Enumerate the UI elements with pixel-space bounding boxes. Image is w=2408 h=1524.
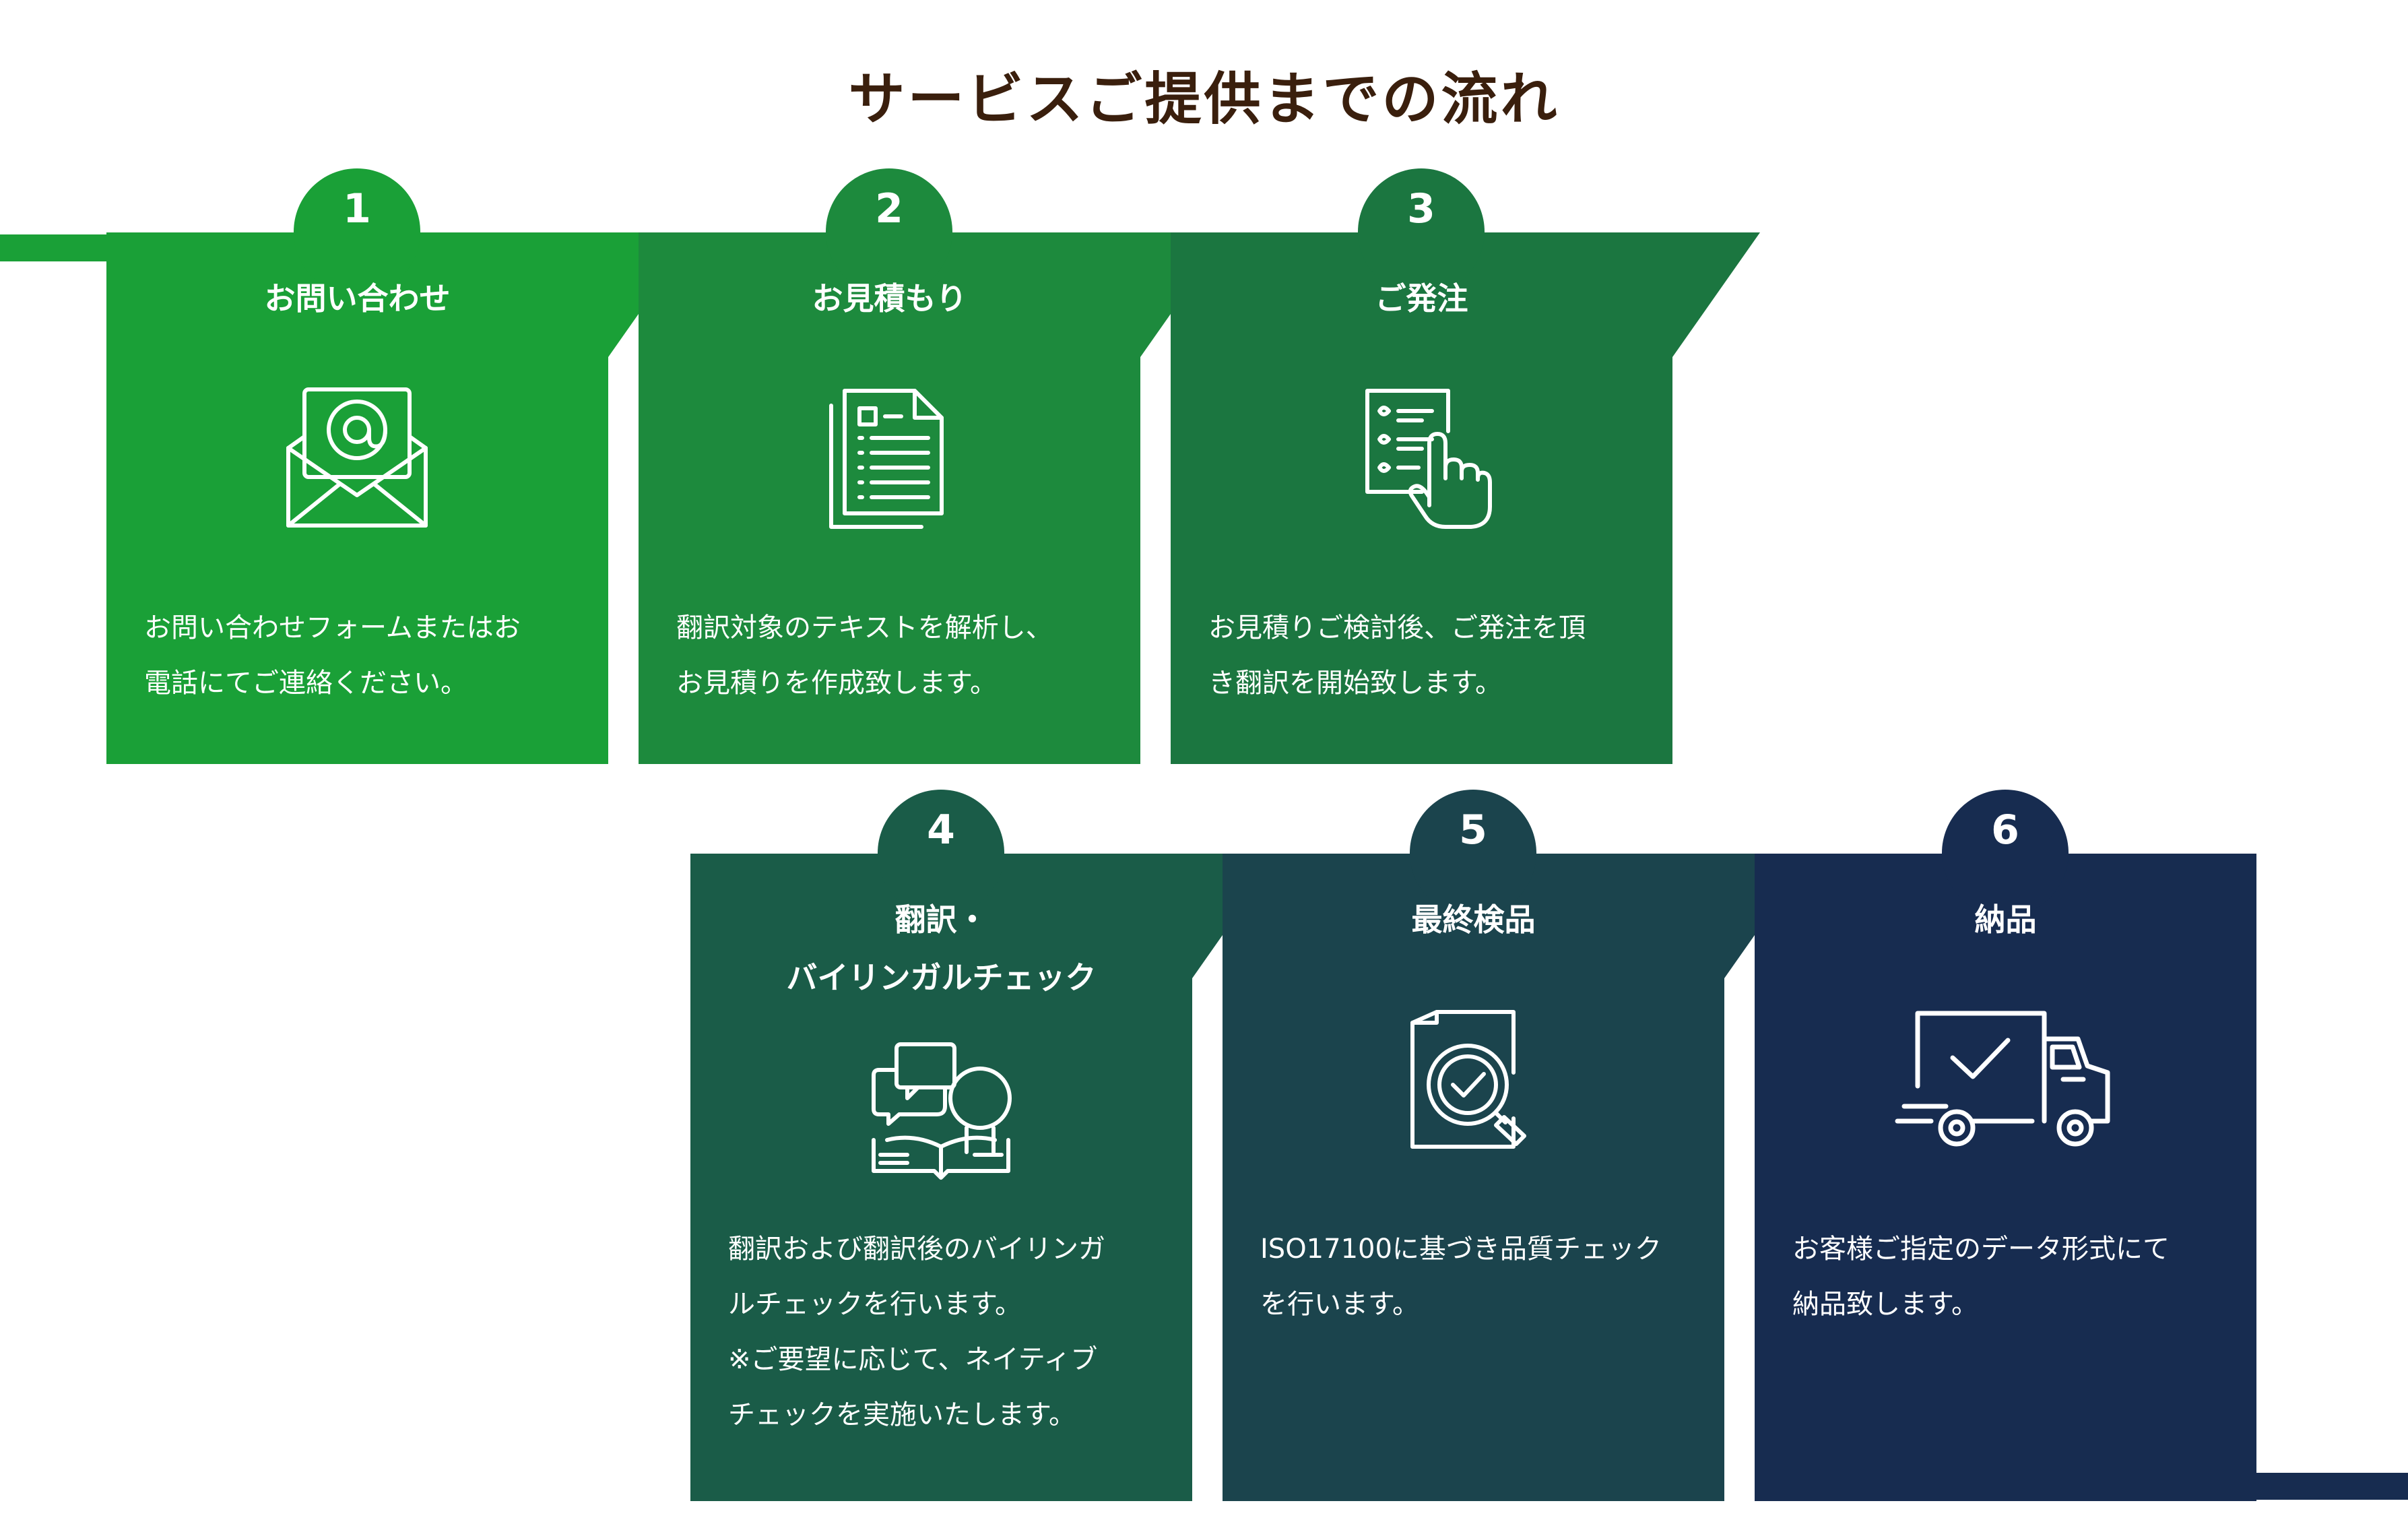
step-number-5: 5 bbox=[1459, 806, 1487, 854]
step-card-2-background bbox=[639, 168, 1228, 764]
step-number-4: 4 bbox=[927, 806, 955, 854]
step-description-4: 翻訳および翻訳後のバイリンガ ルチェックを行います。 ※ご要望に応じて、ネイティ… bbox=[728, 1234, 1105, 1430]
step-description-2: 翻訳対象のテキストを解析し、 お見積りを作成致します。 bbox=[676, 612, 1053, 699]
step-description-1: お問い合わせフォームまたはお 電話にてご連絡ください。 bbox=[144, 612, 521, 699]
step-title-3: ご発注 bbox=[1375, 280, 1468, 317]
step-description-6: お客様ご指定のデータ形式にて 納品致します。 bbox=[1792, 1234, 2170, 1320]
step-card-6: 6 納品 お客様ご指定のデータ形式にて 納品致します。 bbox=[1755, 790, 2256, 1501]
delivery-truck-icon bbox=[1895, 1011, 2110, 1147]
step-card-3: 3 ご発注 お見積りご検討後、ご発注を頂 き翻訳を開始致します。 bbox=[1171, 168, 1760, 764]
step-card-5: 5 最終検品 ISO17100に基づき品質チェック を行います。 bbox=[1223, 790, 1812, 1501]
step-number-1: 1 bbox=[343, 185, 371, 232]
page-title: サービスご提供までの流れ bbox=[848, 66, 1560, 132]
step-card-4: 4 翻訳・ バイリンガルチェック 翻訳および翻訳後のバイリンガ ルチェックを行い… bbox=[690, 790, 1280, 1501]
step-card-3-background bbox=[1171, 168, 1760, 764]
step-card-6-background bbox=[1755, 790, 2256, 1501]
step-title-6: 納品 bbox=[1974, 901, 2037, 938]
inspection-icon bbox=[1410, 1010, 1526, 1149]
step-number-6: 6 bbox=[1991, 806, 2019, 854]
step-card-2: 2 お見積もり 翻訳対象のテキストを解析し、 お見積りを作成致します。 bbox=[639, 168, 1228, 764]
step-number-3: 3 bbox=[1407, 185, 1435, 232]
step-description-3: お見積りご検討後、ご発注を頂 き翻訳を開始致します。 bbox=[1208, 612, 1586, 699]
checklist-hand-icon bbox=[1365, 389, 1492, 529]
step-number-2: 2 bbox=[875, 185, 903, 232]
step-title-4: 翻訳・ バイリンガルチェック bbox=[786, 901, 1097, 996]
step-title-1: お問い合わせ bbox=[264, 280, 451, 317]
document-estimate-icon bbox=[829, 389, 944, 529]
step-card-4-background bbox=[690, 790, 1280, 1501]
step-title-5: 最終検品 bbox=[1411, 901, 1536, 938]
step-card-1: 1 お問い合わせ お問い合わせフォームまたはお 電話にてご連絡ください。 bbox=[106, 168, 696, 764]
envelope-at-icon bbox=[286, 387, 428, 528]
step-title-2: お見積もり bbox=[812, 280, 967, 317]
bilingual-check-icon bbox=[872, 1042, 1012, 1180]
step-card-5-background bbox=[1223, 790, 1812, 1501]
step-card-1-background bbox=[106, 168, 696, 764]
step-description-5: ISO17100に基づき品質チェック を行います。 bbox=[1260, 1234, 1662, 1320]
